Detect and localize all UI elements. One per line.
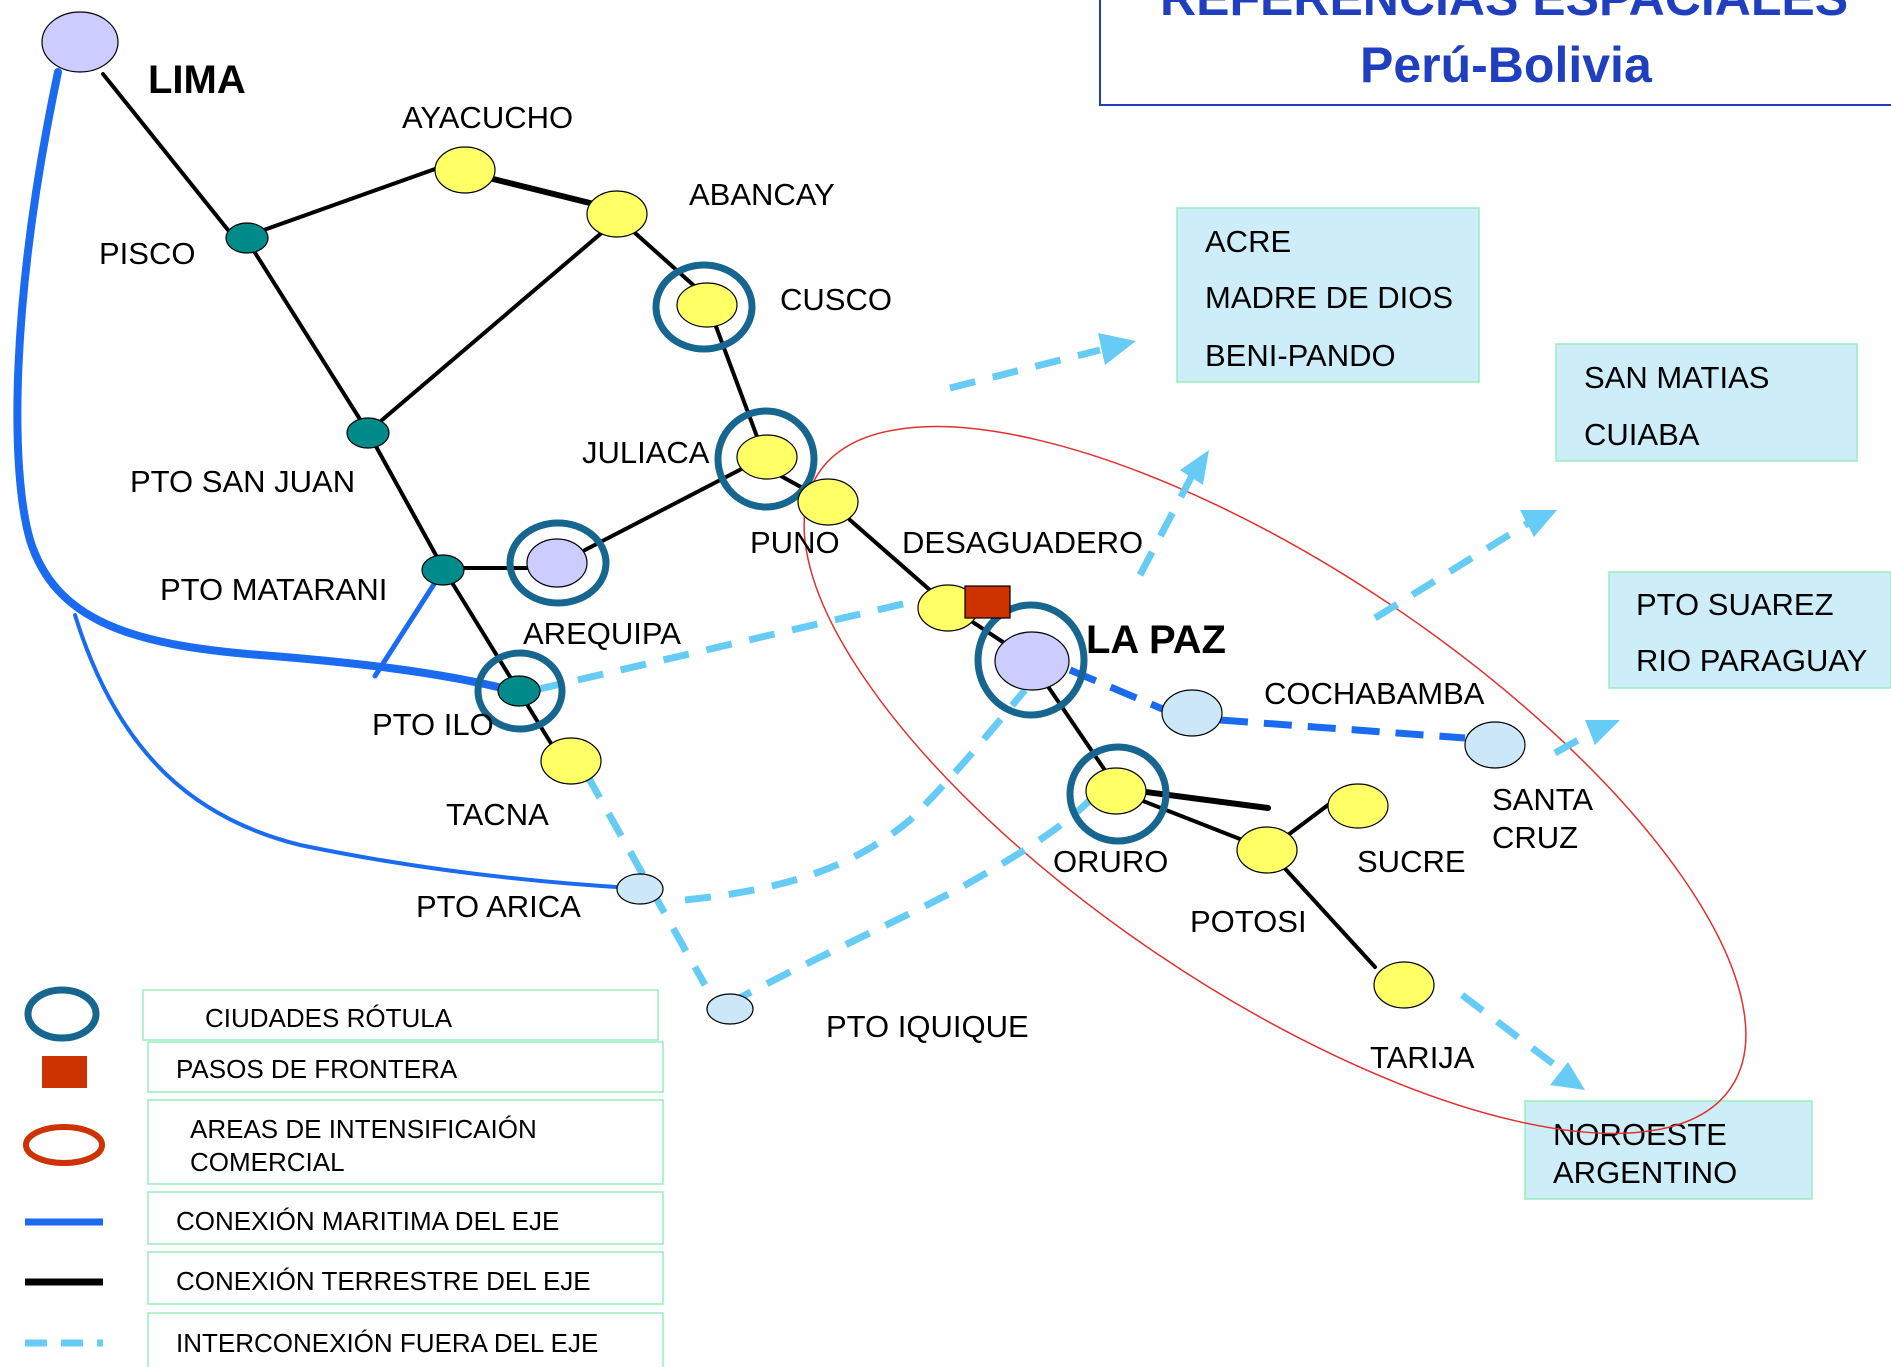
legend-interconnection-label: INTERCONEXIÓN FUERA DEL EJE [176,1328,598,1358]
legend-border-marker-icon [42,1056,87,1088]
label-santa-cruz-2: CRUZ [1492,820,1578,855]
legend-item-land: CONEXIÓN TERRESTRE DEL EJE [25,1251,664,1305]
label-pto-san-juan: PTO SAN JUAN [130,464,355,499]
label-pto-arica: PTO ARICA [416,889,581,924]
legend-item-border-crossings: PASOS DE FRONTERA [42,1041,664,1093]
node-arequipa [526,538,588,588]
node-oruro [1085,767,1147,815]
region-pto-suarez: PTO SUAREZ [1636,587,1834,622]
hub-ring-juliaca [714,407,818,511]
node-juliaca [736,434,798,480]
label-oruro: ORURO [1053,844,1168,879]
label-sucre: SUCRE [1357,844,1466,879]
region-box-southeast: PTO SUAREZ RIO PARAGUAY [1608,571,1891,689]
legend-maritime-label: CONEXIÓN MARITIMA DEL EJE [176,1206,559,1236]
region-acre: ACRE [1205,224,1291,259]
label-arequipa: AREQUIPA [523,616,681,651]
label-tacna: TACNA [446,797,549,832]
legend: CIUDADES RÓTULA PASOS DE FRONTERA AREAS … [23,986,664,1367]
region-noroeste: NOROESTE [1553,1117,1727,1152]
label-cochabamba: COCHABAMBA [1264,676,1485,711]
label-potosi: POTOSI [1190,904,1307,939]
node-puno [797,478,859,526]
node-ayacucho [434,146,496,194]
node-pto-arica [616,873,664,905]
region-box-north: ACRE MADRE DE DIOS BENI-PANDO [1176,207,1480,383]
label-la-paz: LA PAZ [1086,618,1226,662]
legend-item-interconnection: INTERCONEXIÓN FUERA DEL EJE [25,1312,664,1367]
node-pto-san-juan [346,417,390,449]
node-cusco [676,282,738,328]
hub-ring-pto-ilo [474,649,566,733]
node-cochabamba [1161,689,1223,737]
region-beni-pando: BENI-PANDO [1205,338,1396,373]
legend-land-label: CONEXIÓN TERRESTRE DEL EJE [176,1266,591,1296]
node-sucre [1327,783,1389,829]
region-cuiaba: CUIABA [1584,417,1700,452]
legend-item-hub-cities: CIUDADES RÓTULA [24,986,659,1042]
interconnection-arrowheads [1098,333,1620,1090]
label-pto-matarani: PTO MATARANI [160,572,387,607]
lapaz-santacruz-link [1068,666,1466,742]
label-juliaca: JULIACA [582,435,710,470]
label-ayacucho: AYACUCHO [402,100,573,135]
interconnections [534,346,1607,1078]
label-abancay: ABANCAY [689,177,835,212]
hub-ring-oruro [1066,743,1170,845]
label-pto-ilo: PTO ILO [372,707,494,742]
legend-areas-label-1: AREAS DE INTENSIFICAIÓN [190,1114,537,1144]
label-pisco: PISCO [99,236,195,271]
hub-ring-cusco [652,261,756,353]
legend-areas-label-2: COMERCIAL [190,1147,345,1177]
region-rio-paraguay: RIO PARAGUAY [1636,643,1867,678]
legend-hub-ring-icon [24,986,100,1042]
node-abancay [586,190,648,238]
legend-item-commercial-areas: AREAS DE INTENSIFICAIÓN COMERCIAL [23,1099,664,1185]
node-tacna [540,737,602,785]
hub-ring-arequipa [506,519,610,607]
node-pto-iquique [706,993,754,1025]
region-san-matias: SAN MATIAS [1584,360,1769,395]
node-lima [41,11,119,73]
label-cusco: CUSCO [780,282,892,317]
hub-ring-la-paz [974,601,1088,719]
title-line-1: REFERENCIAS ESPACIALES [1160,0,1848,26]
city-labels: LIMA AYACUCHO ABANCAY PISCO CUSCO PTO SA… [99,58,1593,1075]
node-la-paz [994,631,1070,691]
label-tarija: TARIJA [1370,1040,1475,1075]
label-lima: LIMA [148,58,246,102]
node-pto-ilo [497,675,541,707]
region-madre-de-dios: MADRE DE DIOS [1205,280,1453,315]
title-line-2: Perú-Bolivia [1360,37,1653,93]
city-nodes [41,11,1526,1025]
title-box: REFERENCIAS ESPACIALES Perú-Bolivia [1099,0,1891,106]
region-box-south: NOROESTE ARGENTINO [1524,1100,1813,1200]
node-pto-matarani [421,554,465,586]
label-puno: PUNO [750,525,840,560]
node-potosi [1236,826,1298,874]
hub-city-rings [474,261,1170,845]
label-santa-cruz-1: SANTA [1492,782,1593,817]
border-crossing-desaguadero [964,585,1011,619]
legend-hub-cities-label: CIUDADES RÓTULA [205,1003,453,1033]
legend-border-crossings-label: PASOS DE FRONTERA [176,1054,458,1084]
legend-item-maritime: CONEXIÓN MARITIMA DEL EJE [25,1191,664,1245]
region-argentino: ARGENTINO [1553,1155,1737,1190]
maritime-connections [13,68,634,890]
label-pto-iquique: PTO IQUIQUE [826,1009,1029,1044]
legend-area-ellipse-icon [23,1124,105,1166]
node-tarija [1373,961,1435,1009]
label-desaguadero: DESAGUADERO [902,525,1143,560]
region-box-east: SAN MATIAS CUIABA [1555,343,1858,462]
node-pisco [225,222,269,254]
node-santa-cruz [1464,721,1526,769]
